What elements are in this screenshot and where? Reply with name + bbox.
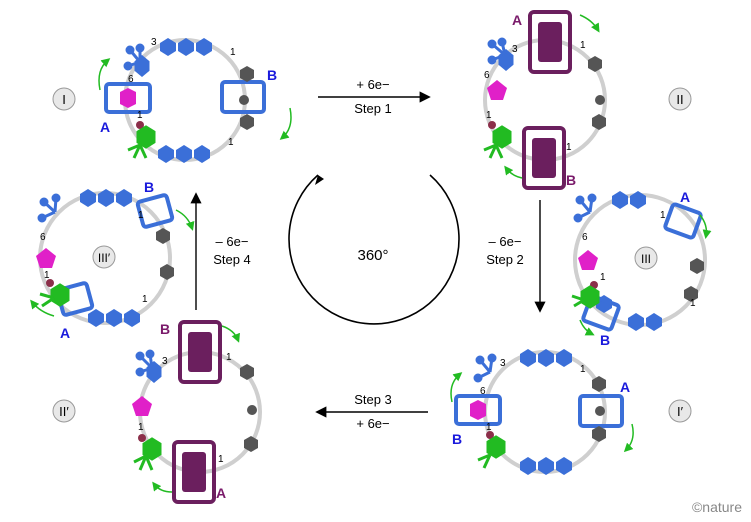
- state-III-badge: III: [634, 246, 658, 270]
- svg-text:II: II: [676, 92, 683, 107]
- state-II-prime-linker-1a: 1: [226, 352, 232, 363]
- state-II-ring-A-label: A: [512, 12, 522, 28]
- state-I-linker-1c: 1: [228, 137, 234, 148]
- state-I-prime-linker-1a: 1: [580, 364, 586, 375]
- step2-charge: – 6e−: [489, 234, 522, 249]
- nature-credit: ©nature: [692, 499, 742, 515]
- state-I-badge: I: [52, 87, 76, 111]
- state-III-prime-molecule: B A 6 1 1 1: [30, 179, 195, 341]
- state-III-prime-linker-1c: 1: [142, 294, 148, 305]
- state-II-linker-3: 3: [512, 44, 518, 55]
- step4-label: Step 4: [213, 252, 251, 267]
- step2-label: Step 2: [486, 252, 524, 267]
- state-II-linker-1a: 1: [580, 40, 586, 51]
- state-I-linker-6: 6: [128, 74, 134, 85]
- state-II-molecule: A B 3 6 1 1 1: [483, 10, 607, 190]
- state-I-prime-badge: I′: [668, 399, 692, 423]
- state-II-linker-1b: 1: [486, 110, 492, 121]
- state-II-prime-linker-1b: 1: [138, 422, 144, 433]
- svg-text:III: III: [641, 252, 651, 266]
- step3-charge: + 6e−: [356, 416, 389, 431]
- state-II-prime-linker-3: 3: [162, 356, 168, 367]
- state-I-linker-1a: 1: [230, 47, 236, 58]
- state-III-prime-linker-1b: 1: [44, 270, 50, 281]
- center-rotation-arrow: 360°: [288, 174, 460, 325]
- state-I-linker-3: 3: [151, 37, 157, 48]
- state-III-linker-1b: 1: [600, 272, 606, 283]
- state-II-prime-linker-1c: 1: [218, 454, 224, 465]
- state-II-badge: II: [668, 87, 692, 111]
- state-I-prime-ring-B-label: B: [452, 431, 462, 447]
- state-II-ring-B-label: B: [566, 172, 576, 188]
- step1-charge: + 6e−: [356, 77, 389, 92]
- step1-label: Step 1: [354, 101, 392, 116]
- state-II-linker-6: 6: [484, 70, 490, 81]
- state-I-prime-linker-6: 6: [480, 386, 486, 397]
- state-III-linker-1a: 1: [660, 210, 666, 221]
- state-III-linker-6: 6: [582, 232, 588, 243]
- step3-arrow: Step 3 + 6e−: [315, 392, 428, 431]
- step2-arrow: – 6e− Step 2: [486, 200, 546, 313]
- state-II-prime-ring-B-label: B: [160, 321, 170, 337]
- state-I-ring-A-label: A: [100, 119, 110, 135]
- step4-arrow: – 6e− Step 4: [190, 192, 251, 310]
- state-II-prime-badge: II′: [52, 399, 76, 423]
- state-III-molecule: A B 6 1 1 1: [571, 189, 712, 348]
- state-I-linker-1b: 1: [137, 110, 143, 121]
- state-III-prime-linker-6: 6: [40, 232, 46, 243]
- state-III-ring-A-label: A: [680, 189, 690, 205]
- state-III-prime-badge: III′: [92, 245, 116, 269]
- state-III-prime-linker-1a: 1: [138, 210, 144, 221]
- svg-text:I′: I′: [677, 404, 684, 419]
- state-I-prime-ring-A-label: A: [620, 379, 630, 395]
- state-II-linker-1c: 1: [566, 142, 572, 153]
- state-III-ring-B-label: B: [600, 332, 610, 348]
- state-II-prime-ring-A-label: A: [216, 485, 226, 501]
- rotation-label: 360°: [357, 247, 388, 264]
- state-II-prime-molecule: B A 3 1 1 1: [132, 320, 262, 504]
- state-III-prime-ring-A-label: A: [60, 325, 70, 341]
- state-I-prime-linker-1b: 1: [486, 422, 492, 433]
- state-III-linker-1c: 1: [690, 298, 696, 309]
- step4-charge: – 6e−: [216, 234, 249, 249]
- svg-text:II′: II′: [59, 404, 69, 419]
- step3-label: Step 3: [354, 392, 392, 407]
- state-III-prime-ring-B-label: B: [144, 179, 154, 195]
- state-I-ring-B-label: B: [267, 67, 277, 83]
- state-I-molecule: 3 6 1 1 1 A B: [98, 37, 292, 163]
- step1-arrow: + 6e− Step 1: [318, 77, 431, 116]
- svg-text:I: I: [62, 92, 66, 107]
- svg-text:III′: III′: [98, 251, 111, 265]
- state-I-prime-molecule: B A 3 6 1 1: [450, 349, 634, 475]
- state-I-prime-linker-3: 3: [500, 358, 506, 369]
